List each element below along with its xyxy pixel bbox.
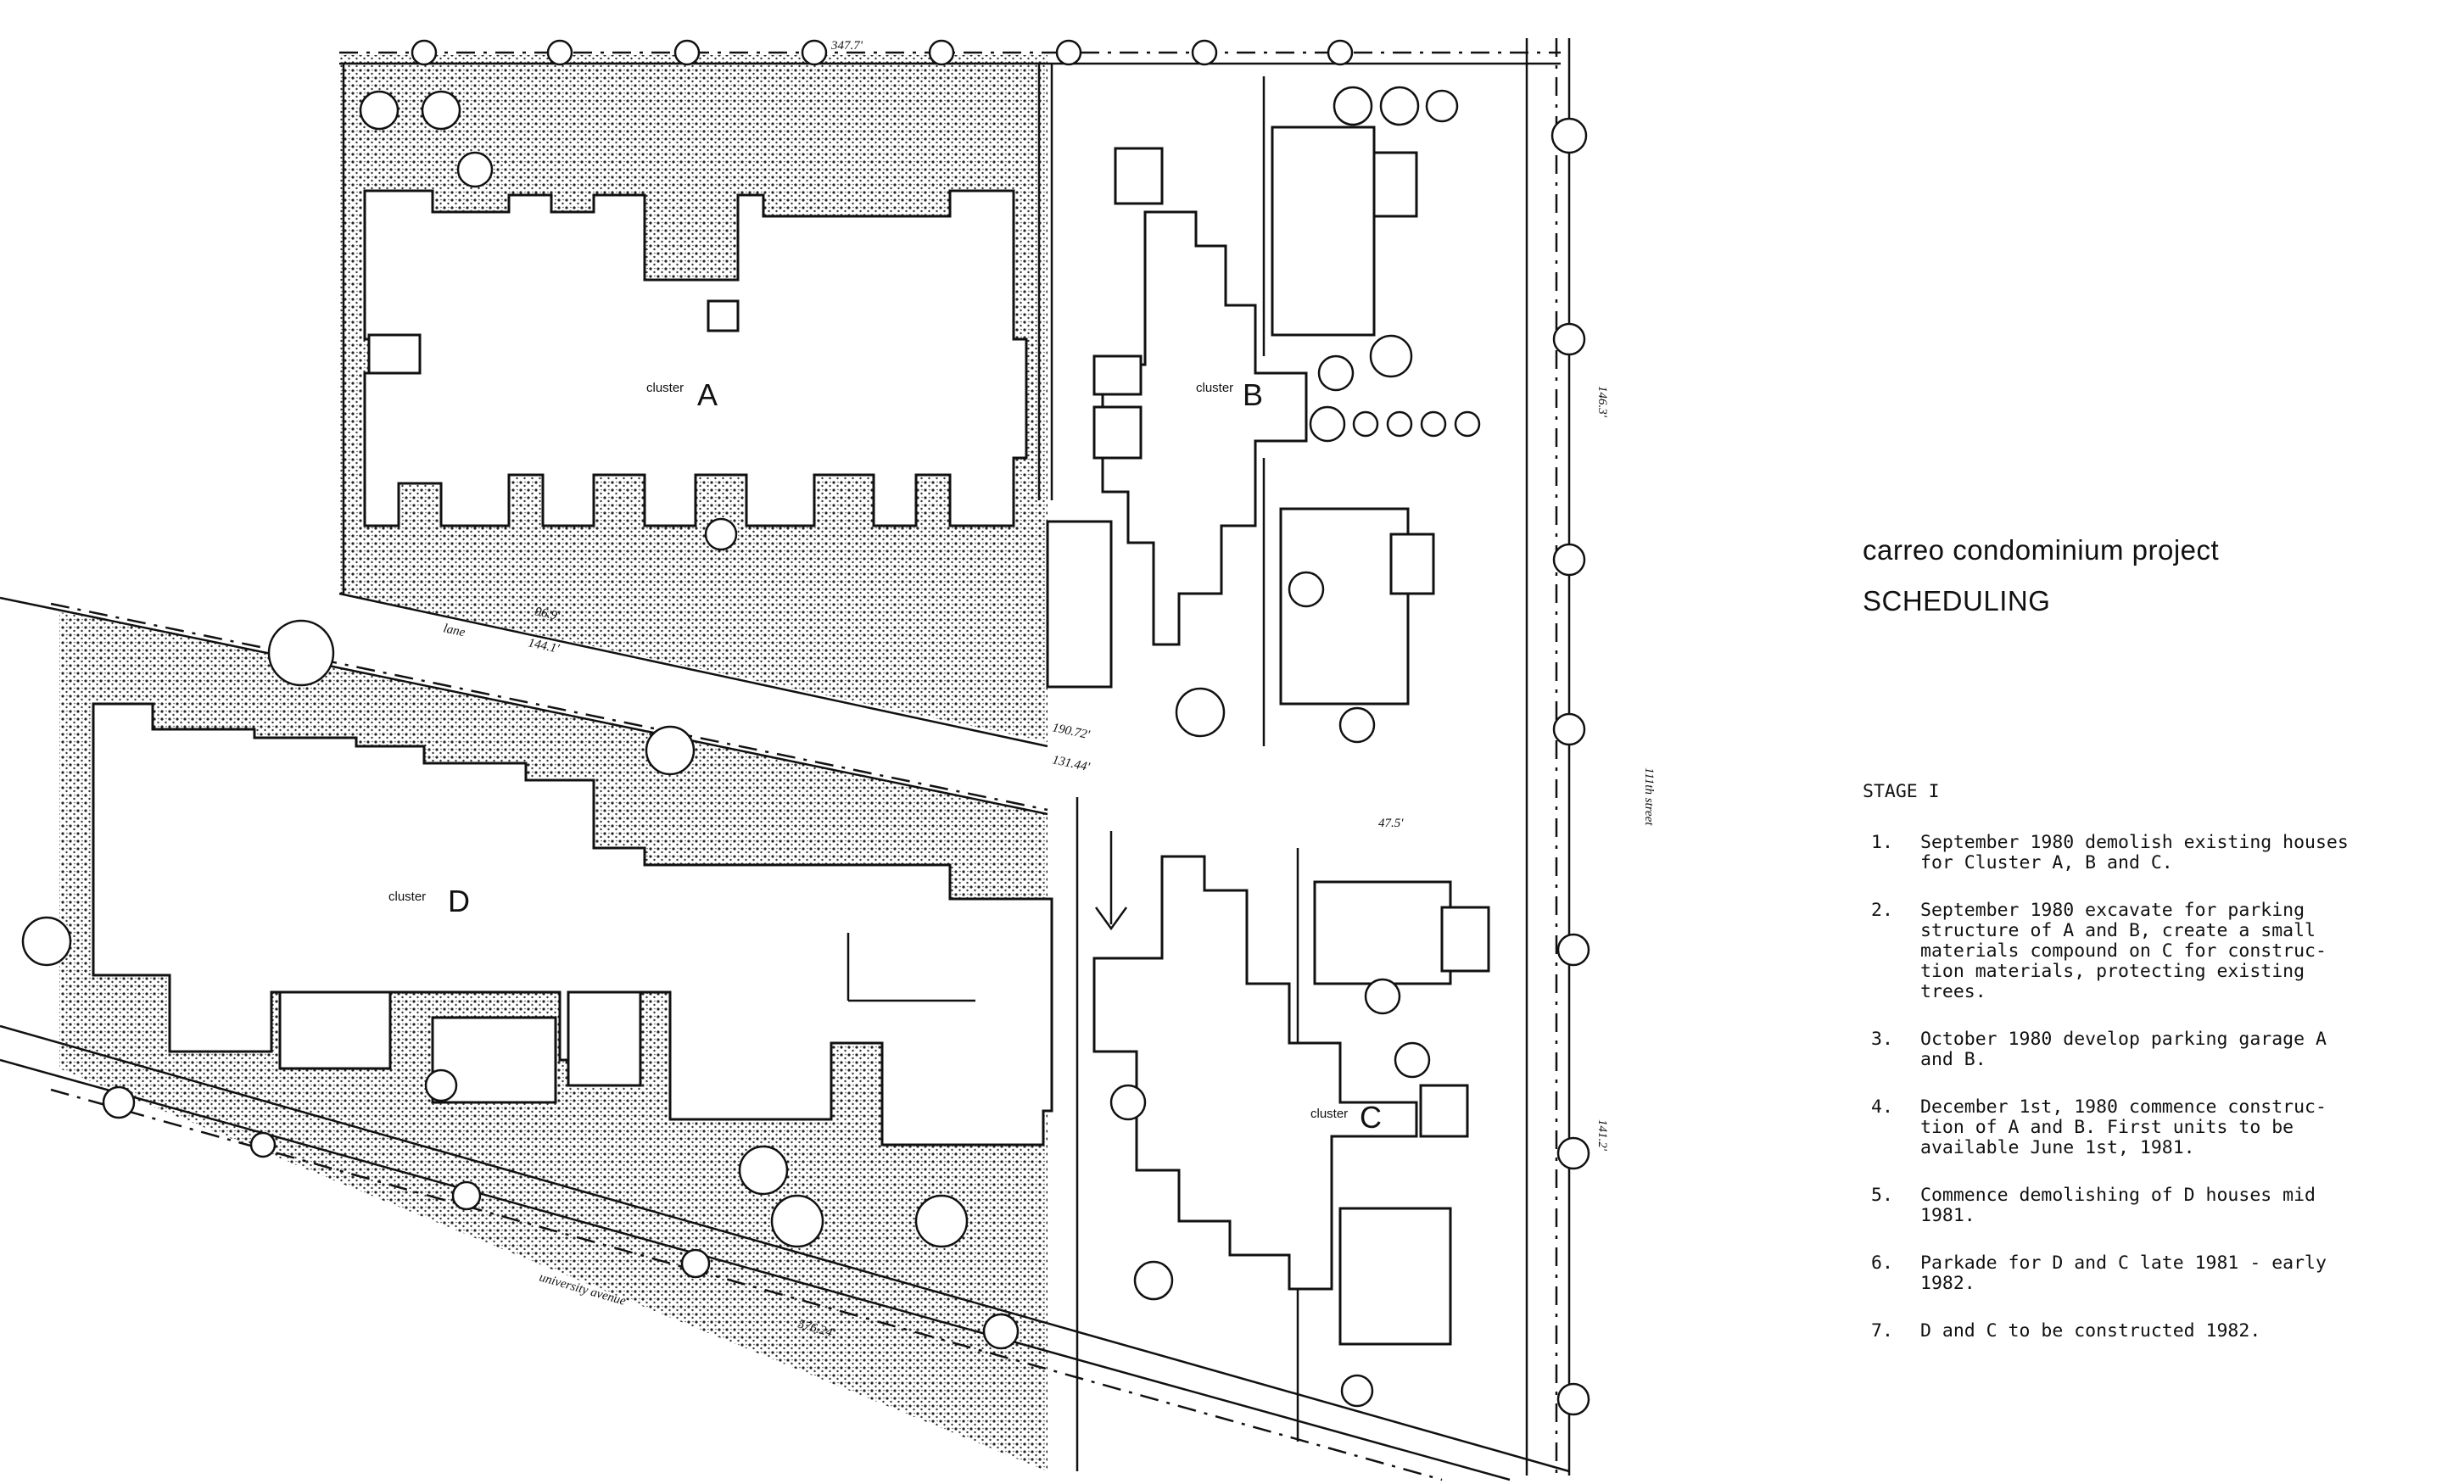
cluster-d-word: cluster bbox=[388, 890, 426, 904]
lane-dim-4: 131.44' bbox=[1051, 753, 1092, 774]
cluster-d-label: D bbox=[448, 884, 470, 918]
item-number: 7. bbox=[1871, 1320, 1893, 1342]
site-trees bbox=[21, 39, 1590, 1416]
schedule-item: 4. December 1st, 1980 commence construc-… bbox=[1863, 1097, 2456, 1158]
schedule-item: 1. September 1980 demolish existing hous… bbox=[1863, 833, 2456, 873]
street-label: 111th street bbox=[1642, 767, 1656, 826]
lane-dim-3: 190.72' bbox=[1051, 721, 1092, 742]
item-number: 6. bbox=[1871, 1252, 1893, 1274]
item-text: September 1980 demolish existing houses … bbox=[1920, 832, 2349, 873]
stage-label: STAGE I bbox=[1863, 781, 1940, 802]
item-number: 2. bbox=[1871, 900, 1893, 921]
schedule-item: 5. Commence demolishing of D houses mid … bbox=[1863, 1186, 2456, 1226]
schedule-list: STAGE I 1. September 1980 demolish exist… bbox=[1863, 782, 2456, 1369]
schedule-item: 6. Parkade for D and C late 1981 - early… bbox=[1863, 1253, 2456, 1294]
lane-dim-1: 96.9' bbox=[534, 605, 562, 623]
item-text: D and C to be constructed 1982. bbox=[1920, 1320, 2261, 1342]
schedule-item: 3. October 1980 develop parking garage A… bbox=[1863, 1029, 2456, 1070]
schedule-item: 2. September 1980 excavate for parking s… bbox=[1863, 901, 2456, 1002]
section-title: SCHEDULING bbox=[1863, 585, 2051, 616]
top-dim: 347.7' bbox=[830, 39, 863, 53]
cluster-b-label: B bbox=[1243, 377, 1263, 412]
cluster-c-label: C bbox=[1360, 1100, 1382, 1135]
cluster-c-building bbox=[1092, 855, 1418, 1291]
item-number: 4. bbox=[1871, 1096, 1893, 1118]
lane-dim-5: 47.5' bbox=[1378, 817, 1404, 830]
cluster-b-building bbox=[1101, 210, 1308, 646]
item-number: 5. bbox=[1871, 1185, 1893, 1206]
right-dim-lower: 141.2' bbox=[1595, 1119, 1609, 1152]
cluster-a-label: A bbox=[697, 377, 718, 412]
schedule-item: 7. D and C to be constructed 1982. bbox=[1863, 1321, 2456, 1342]
cluster-c-word: cluster bbox=[1310, 1107, 1348, 1121]
cluster-b-word: cluster bbox=[1196, 381, 1233, 395]
cluster-d-building bbox=[92, 702, 1053, 1146]
item-text: Parkade for D and C late 1981 - early 19… bbox=[1920, 1252, 2327, 1294]
cluster-a-word: cluster bbox=[646, 381, 684, 395]
site-plan: cluster A cluster B cluster C cluster D bbox=[0, 38, 1656, 1481]
item-text: December 1st, 1980 commence construc- ti… bbox=[1920, 1096, 2327, 1158]
right-dim-upper: 146.3' bbox=[1595, 386, 1609, 418]
cluster-a-building bbox=[363, 189, 1028, 527]
item-number: 1. bbox=[1871, 832, 1893, 853]
project-title: carreo condominium project bbox=[1863, 534, 2220, 566]
lane bbox=[0, 589, 1048, 814]
title-block: carreo condominium project SCHEDULING bbox=[1863, 534, 2439, 617]
lane-label: lane bbox=[442, 622, 467, 639]
lane-dim-2: 144.1' bbox=[527, 636, 561, 656]
item-text: October 1980 develop parking garage A an… bbox=[1920, 1029, 2327, 1070]
item-number: 3. bbox=[1871, 1029, 1893, 1050]
item-text: September 1980 excavate for parking stru… bbox=[1920, 900, 2327, 1002]
item-text: Commence demolishing of D houses mid 198… bbox=[1920, 1185, 2316, 1226]
